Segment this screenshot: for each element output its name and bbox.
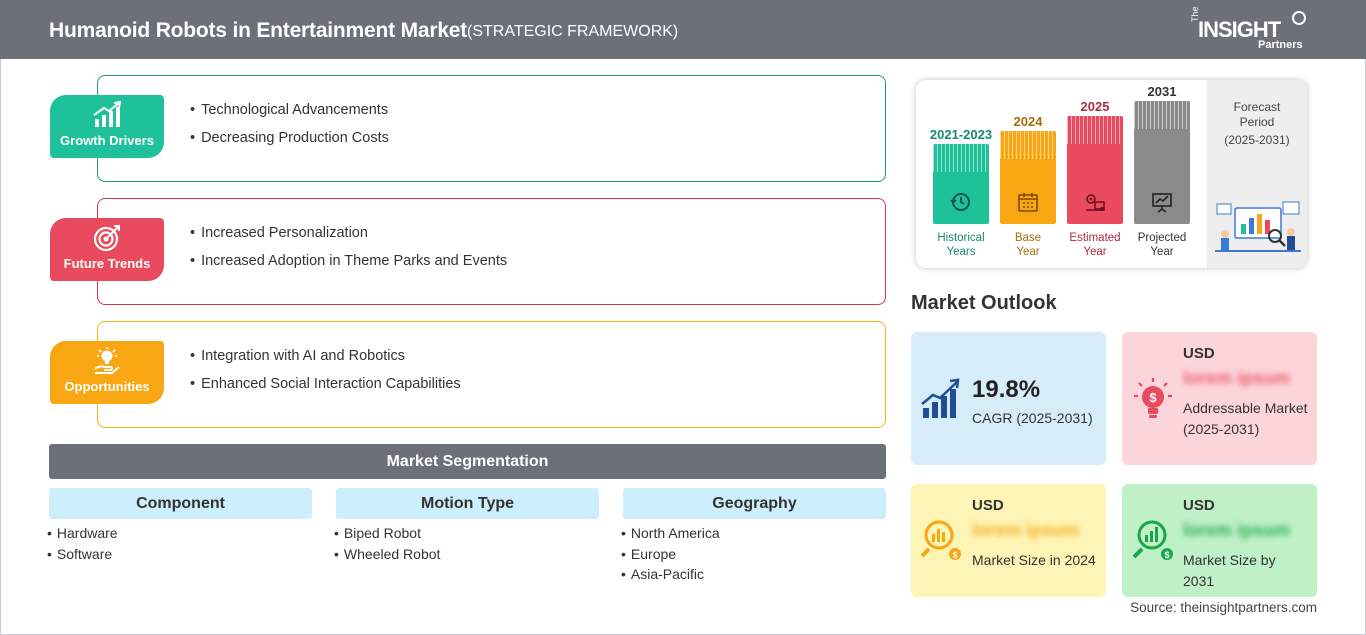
timeline-year: 2031 — [1147, 84, 1177, 99]
cagr-label: CAGR (2025-2031) — [972, 410, 1093, 426]
svg-text:$: $ — [1164, 550, 1169, 560]
list-item: Decreasing Production Costs — [190, 124, 389, 152]
list-item: Software — [47, 544, 118, 565]
growth-chart-icon — [50, 101, 164, 129]
market-description: Market Size in 2024 — [972, 552, 1096, 568]
timeline-label: Estimated — [1069, 232, 1121, 244]
list-item: Increased Adoption in Theme Parks and Ev… — [190, 247, 507, 275]
market-value: lorem ipsum — [1183, 368, 1291, 388]
timeline-label: Historical — [937, 232, 985, 244]
timeline-label: Year — [1083, 246, 1107, 258]
list-item: Hardware — [47, 523, 118, 544]
timeline-label: Projected — [1137, 232, 1187, 244]
list-item: Biped Robot — [334, 523, 440, 544]
header-bar: Humanoid Robots in Entertainment Market … — [0, 0, 1366, 59]
segment-heading-geography: Geography — [623, 488, 886, 519]
segment-list-component: Hardware Software — [47, 523, 118, 564]
list-item: Asia-Pacific — [621, 564, 720, 585]
segment-heading-motion-type: Motion Type — [336, 488, 599, 519]
market-description: Addressable Market (2025-2031) — [1183, 400, 1308, 437]
list-item: North America — [621, 523, 720, 544]
svg-text:$: $ — [1149, 390, 1157, 405]
market-size-2024-tile: $ USD lorem ipsum Market Size in 2024 — [911, 484, 1106, 597]
future-trends-card: Increased Personalization Increased Adop… — [97, 198, 886, 305]
list-item: Wheeled Robot — [334, 544, 441, 565]
segment-list-geography: North America Europe Asia-Pacific — [621, 523, 720, 585]
market-outlook-title: Market Outlook — [911, 292, 1057, 314]
insight-partners-logo[interactable]: The INSIGHT Partners — [1186, 6, 1311, 54]
segment-heading-component: Component — [49, 488, 312, 519]
growth-drivers-badge: Growth Drivers — [50, 95, 164, 158]
source-note: Source: theinsightpartners.com — [1130, 600, 1317, 615]
growth-drivers-card: Technological Advancements Decreasing Pr… — [97, 75, 886, 182]
magnifier-growth-icon: $ — [1132, 520, 1173, 560]
market-size-2031-tile: $ USD lorem ipsum Market Size by 2031 — [1122, 484, 1317, 597]
timeline-label: Year — [1150, 246, 1174, 258]
addressable-market-tile: $ USD lorem ipsum Addressable Market (20… — [1122, 332, 1317, 465]
segment-list-motion-type: Biped Robot Wheeled Robot — [334, 523, 441, 565]
list-item: Increased Personalization — [190, 219, 507, 247]
opportunities-badge: Opportunities — [50, 341, 164, 404]
future-trends-badge: Future Trends — [50, 218, 164, 281]
target-icon — [50, 224, 164, 252]
magnifier-chart-icon: $ — [920, 520, 961, 560]
presentation-icon — [1152, 193, 1172, 213]
forecast-label: Forecast — [1233, 100, 1281, 114]
market-description: Market Size by 2031 — [1183, 552, 1276, 589]
gears-chart-icon — [1086, 194, 1105, 211]
forecast-label: Period — [1239, 115, 1275, 129]
svg-text:$: $ — [952, 550, 957, 560]
timeline-label: Years — [946, 246, 976, 258]
list-item: Europe — [621, 544, 720, 565]
analytics-team-icon — [1215, 201, 1301, 252]
opportunities-card: Integration with AI and Robotics Enhance… — [97, 321, 886, 428]
calendar-icon — [1018, 193, 1038, 212]
forecast-range: (2025-2031) — [1224, 133, 1290, 147]
usd-label: USD — [1183, 497, 1215, 514]
lightbulb-hand-icon — [50, 347, 164, 375]
timeline-bar-historical — [933, 144, 989, 224]
market-value: lorem ipsum — [1183, 520, 1291, 540]
list-item: Integration with AI and Robotics — [190, 342, 461, 370]
forecast-period-panel: Forecast Period (2025-2031) — [1207, 80, 1307, 268]
usd-label: USD — [972, 497, 1004, 514]
timeline-bar-projected — [1134, 101, 1190, 224]
page-title: Humanoid Robots in Entertainment Market — [49, 19, 468, 42]
history-icon — [950, 193, 970, 211]
segmentation-title: Market Segmentation — [49, 444, 886, 479]
list-item: Enhanced Social Interaction Capabilities — [190, 370, 461, 398]
page-subtitle: (STRATEGIC FRAMEWORK) — [467, 23, 679, 40]
cagr-value: 19.8% — [972, 376, 1041, 403]
timeline-year: 2025 — [1080, 99, 1110, 114]
timeline-year: 2021-2023 — [929, 127, 993, 142]
timeline-bar-base — [1000, 131, 1056, 224]
timeline-label: Year — [1016, 246, 1040, 258]
growth-bars-icon — [921, 378, 960, 418]
cagr-tile: 19.8% CAGR (2025-2031) — [911, 332, 1106, 465]
usd-label: USD — [1183, 345, 1215, 362]
timeline-bar-estimated — [1067, 116, 1123, 224]
lightbulb-dollar-icon: $ — [1134, 378, 1172, 418]
timeline-year: 2024 — [1013, 114, 1043, 129]
timeline-label: Base — [1014, 232, 1042, 244]
timeline-panel: Forecast Period (2025-2031) 2021-2023 Hi… — [916, 80, 1307, 268]
list-item: Technological Advancements — [190, 96, 389, 124]
market-value: lorem ipsum — [972, 520, 1080, 540]
